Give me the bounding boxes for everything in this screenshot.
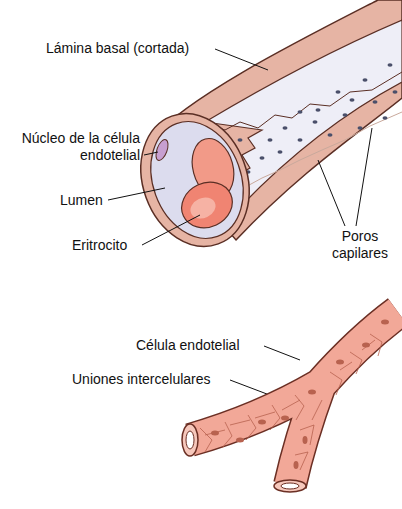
label-text: Poros capilares: [322, 228, 398, 262]
erythrocyte-center: [187, 193, 219, 222]
label-text: Eritrocito: [72, 237, 127, 254]
capillary-pores: [238, 63, 398, 174]
erythrocyte: [174, 174, 240, 236]
nucleus: [154, 138, 171, 162]
label-text: Lumen: [60, 192, 103, 209]
lumen: [135, 109, 259, 252]
branch-lumen: [186, 431, 194, 449]
branch-end: [182, 424, 198, 456]
lamina-edge: [240, 112, 402, 190]
capillary-opening: [123, 98, 267, 261]
cell-borders: [200, 334, 382, 470]
label-text: Núcleo de la célula endotelial: [18, 130, 140, 164]
label-text: Lámina basal (cortada): [46, 40, 189, 57]
branch-end: [274, 480, 306, 492]
label-text: Uniones intercelulares: [72, 371, 211, 388]
label-text: Célula endotelial: [136, 337, 240, 354]
cell-junction: [210, 72, 402, 130]
branch-lumen: [281, 483, 299, 489]
